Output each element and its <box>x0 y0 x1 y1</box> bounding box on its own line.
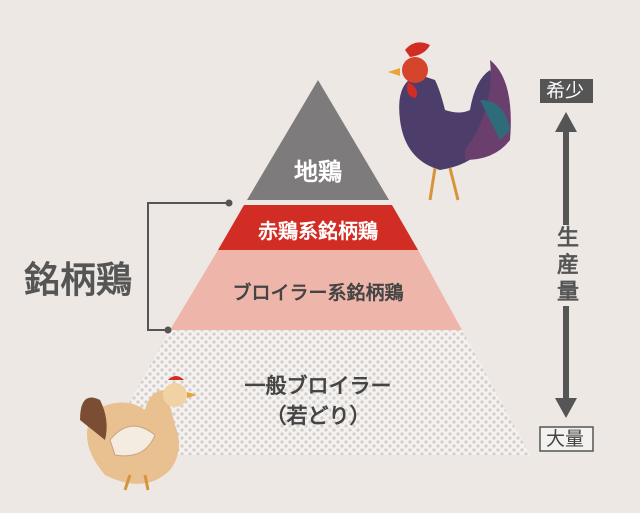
rare-box <box>540 79 593 103</box>
level-red-brand <box>218 205 418 250</box>
level-broiler-brand <box>170 250 462 330</box>
bulk-label: 大量 <box>546 428 585 450</box>
level-label-red-brand: 赤鶏系銘柄鶏 <box>258 219 378 243</box>
level-label-broiler-brand: ブロイラー系銘柄鶏 <box>232 282 404 304</box>
level-label-general-broiler-sub: （若どり） <box>265 404 371 428</box>
bracket-label: 銘柄鶏 <box>24 260 133 301</box>
bulk-box <box>539 426 594 452</box>
level-label-jidori: 地鶏 <box>294 158 342 186</box>
level-jidori <box>247 80 389 200</box>
rooster-illustration <box>388 42 511 201</box>
bracket <box>147 202 229 331</box>
production-volume-label: 生産量 <box>553 225 583 306</box>
hen-illustration <box>80 376 197 491</box>
level-label-general-broiler: 一般ブロイラー <box>244 374 392 398</box>
rare-label: 希少 <box>546 80 585 102</box>
level-general-broiler <box>100 330 530 455</box>
